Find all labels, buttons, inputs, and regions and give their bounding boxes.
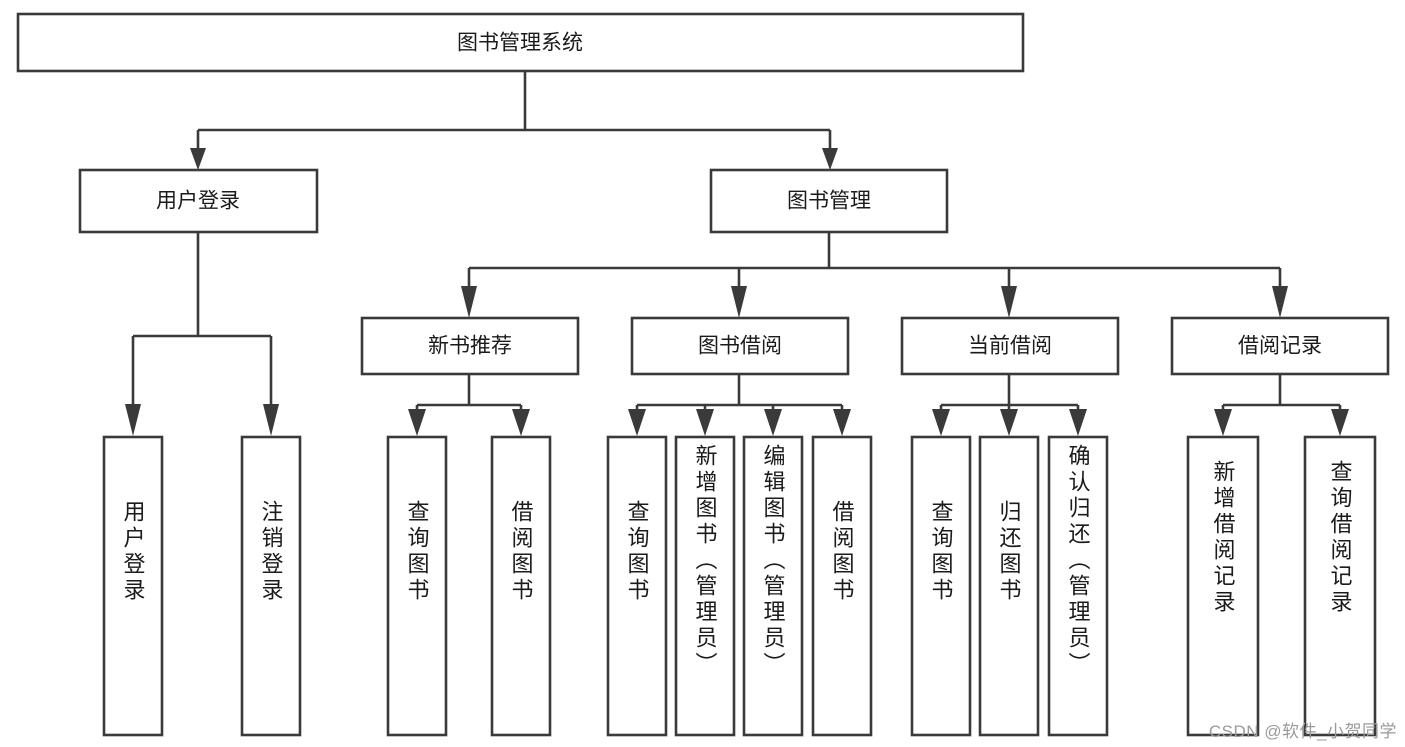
arrow-head-bb-leaf-2 (696, 409, 714, 436)
node-label-borrow-record: 借阅记录 (1238, 335, 1322, 358)
node-box-new-book-recommend[interactable] (360, 316, 580, 376)
arrow-head-br-leaf-2 (1331, 409, 1349, 436)
arrow-head-new-book (461, 286, 477, 318)
node-box-leaf-cb-return[interactable] (978, 435, 1040, 737)
arrow-head-leaf-user-login (125, 404, 141, 436)
arrow-head-borrow-record (1272, 286, 1288, 318)
node-box-leaf-cb-query[interactable] (910, 435, 972, 737)
watermark-text: CSDN @软件_小贺同学 (1208, 722, 1397, 741)
arrow-head-cb-leaf-2 (1000, 409, 1018, 436)
node-box-leaf-nb-query[interactable] (386, 435, 448, 737)
arrow-head-cb-leaf-1 (932, 409, 950, 436)
connector-layer (125, 71, 1349, 436)
arrow-head-nb-leaf-2 (512, 409, 530, 436)
node-box-leaf-bb-borrow[interactable] (811, 435, 873, 737)
node-label-root: 图书管理系统 (457, 32, 583, 55)
node-box-leaf-cb-confirm[interactable] (1047, 435, 1109, 737)
arrow-head-cb-leaf-3 (1069, 409, 1087, 436)
arrow-head-book-borrow (731, 286, 747, 318)
node-box-leaf-user-login[interactable] (102, 435, 164, 737)
node-box-leaf-bb-query[interactable] (606, 435, 668, 737)
arrow-head-current-borrow (1001, 286, 1017, 318)
node-layer: 图书管理系统 用户登录 图书管理 新书推荐 图书借阅 当前借阅 借阅记录 (16, 12, 1390, 737)
node-box-current-borrow[interactable] (900, 316, 1120, 376)
node-box-leaf-logout[interactable] (240, 435, 302, 737)
node-box-leaf-br-add[interactable] (1186, 435, 1260, 737)
node-label-user-login: 用户登录 (156, 190, 240, 213)
node-label-current-borrow: 当前借阅 (968, 335, 1052, 358)
arrow-head-bb-leaf-1 (628, 409, 646, 436)
arrow-head-leaf-logout (263, 404, 279, 436)
node-box-leaf-nb-borrow[interactable] (490, 435, 552, 737)
arrow-head-nb-leaf-1 (408, 409, 426, 436)
node-box-leaf-bb-edit[interactable] (742, 435, 804, 737)
node-box-borrow-record[interactable] (1170, 316, 1390, 376)
arrow-head-user-login (190, 148, 206, 170)
node-box-user-login[interactable] (78, 168, 319, 234)
arrow-head-bb-leaf-4 (833, 409, 851, 436)
node-box-root[interactable] (16, 12, 1025, 73)
arrow-head-book-manage (822, 148, 838, 170)
arrow-head-bb-leaf-3 (764, 409, 782, 436)
node-label-new-book-recommend: 新书推荐 (428, 335, 512, 358)
node-label-book-manage: 图书管理 (787, 190, 871, 213)
node-box-book-manage[interactable] (709, 168, 949, 234)
node-label-book-borrow: 图书借阅 (698, 335, 782, 358)
node-box-book-borrow[interactable] (630, 316, 850, 376)
arrow-head-br-leaf-1 (1214, 409, 1232, 436)
node-box-leaf-br-query[interactable] (1303, 435, 1377, 737)
node-box-leaf-bb-add[interactable] (674, 435, 736, 737)
